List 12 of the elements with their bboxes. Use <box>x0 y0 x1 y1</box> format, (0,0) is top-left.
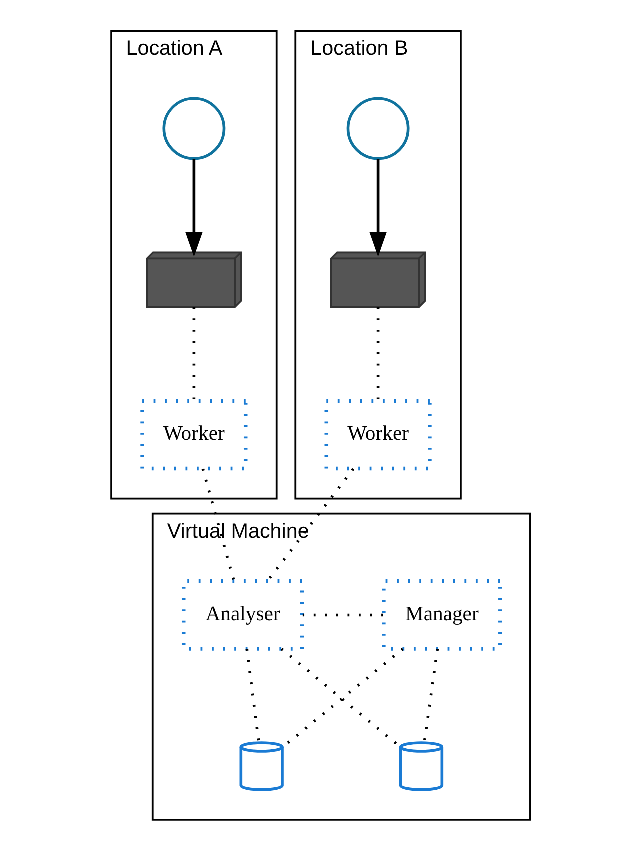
node-circle <box>162 97 226 160</box>
node-box: Manager <box>382 580 502 651</box>
node-box: Worker <box>324 399 432 471</box>
connector <box>302 614 383 617</box>
arrow <box>185 159 202 257</box>
node-box: Worker <box>140 399 248 471</box>
node-box: Analyser <box>181 580 304 651</box>
connector <box>422 648 439 742</box>
connector <box>201 468 235 582</box>
node-circle <box>346 97 410 160</box>
connector <box>245 648 260 742</box>
arrow <box>369 159 386 257</box>
